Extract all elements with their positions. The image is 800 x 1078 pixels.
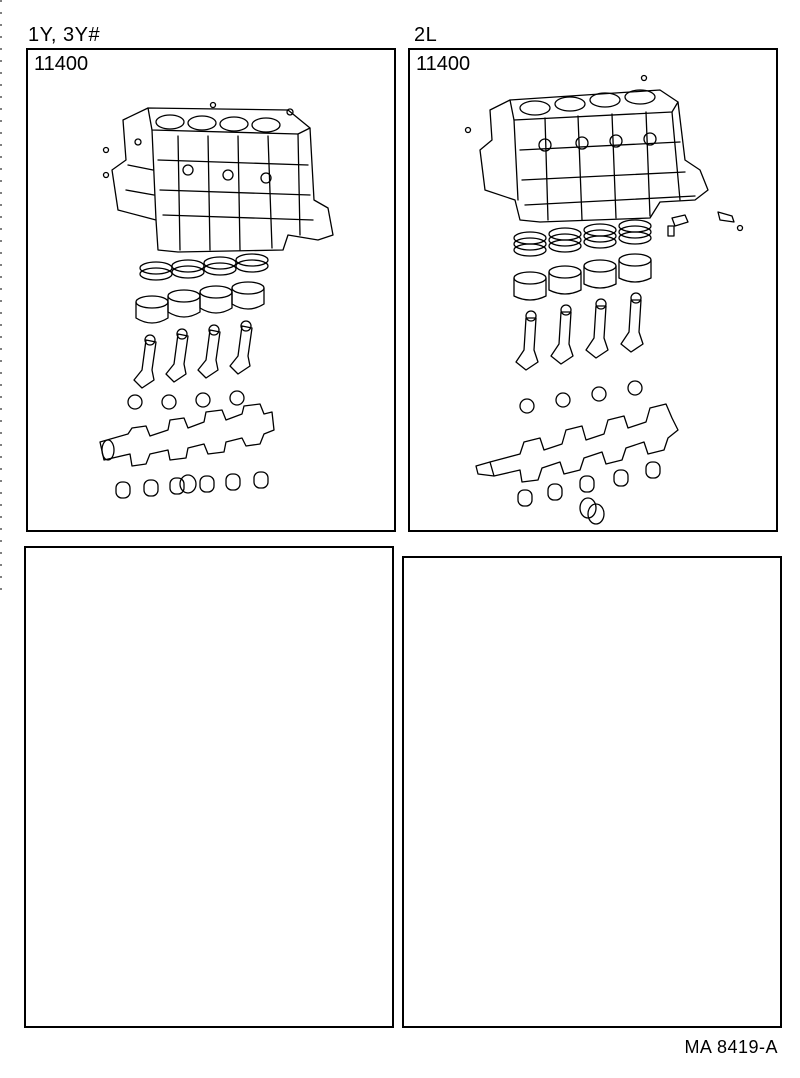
parts-panel-empty-1: [24, 546, 394, 1028]
rod-bearings-drawing: [127, 390, 245, 410]
crankshaft-drawing: [475, 403, 679, 483]
pistons-drawing: [135, 281, 265, 324]
crankshaft-drawing: [99, 403, 275, 467]
cylinder-block-drawing: [102, 101, 334, 253]
parts-panel-1y-3y: 11400: [26, 48, 396, 532]
diagram-code: MA 8419-A: [684, 1037, 778, 1057]
part-number: 11400: [416, 53, 471, 75]
scan-edge-marks: [0, 0, 2, 600]
parts-panel-2l: 11400: [408, 48, 778, 532]
piston-rings-drawing: [513, 219, 652, 257]
piston-rings-drawing: [139, 253, 269, 281]
connecting-rods-drawing: [133, 320, 253, 389]
rod-bearings-drawing: [519, 380, 643, 414]
engine-label-left: 1Y, 3Y#: [28, 24, 101, 46]
short-block-illustration: [99, 101, 334, 499]
parts-panel-empty-2: [402, 556, 782, 1028]
cylinder-block-drawing: [464, 74, 744, 237]
short-block-illustration: [464, 74, 744, 525]
main-bearings-drawing: [517, 461, 661, 525]
engine-label-right: 2L: [414, 24, 438, 46]
connecting-rods-drawing: [515, 292, 644, 371]
part-number: 11400: [34, 53, 89, 75]
pistons-drawing: [513, 253, 652, 301]
main-bearings-drawing: [115, 471, 269, 499]
